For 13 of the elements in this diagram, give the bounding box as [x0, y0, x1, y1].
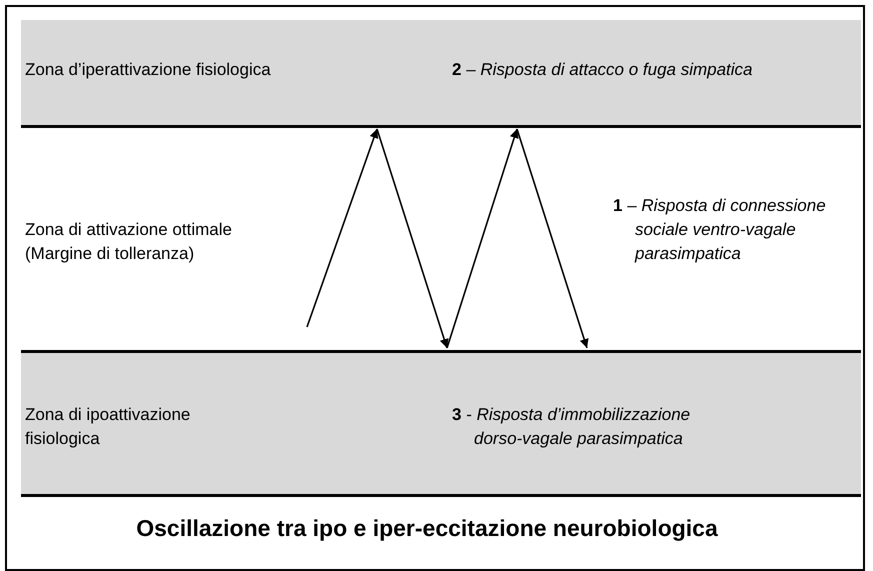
response-label: 1 – Risposta di connessione sociale ventro-vagale parasimpatica	[613, 195, 827, 265]
zone-label: Zona di ipoattivazione fisiologica	[25, 404, 192, 450]
response-label: 3 - Risposta d’immobilizzazione dorso-vagale parasimpatica	[452, 404, 692, 450]
arrow	[376, 128, 449, 348]
zone-label: Zona d’iperattivazione fisiologica	[25, 59, 272, 81]
diagram-caption: Oscillazione tra ipo e iper-eccitazione neurobiologica	[135, 515, 719, 542]
arrow	[306, 128, 378, 328]
arrow	[446, 128, 519, 348]
response-label: 2 – Risposta di attacco o fuga simpatica	[452, 59, 754, 81]
zone-label: Zona di attivazione ottimale (Margine di tolleranza)	[25, 219, 233, 265]
zone-band	[21, 350, 861, 497]
zone-band	[21, 20, 861, 128]
arrow	[516, 128, 589, 348]
